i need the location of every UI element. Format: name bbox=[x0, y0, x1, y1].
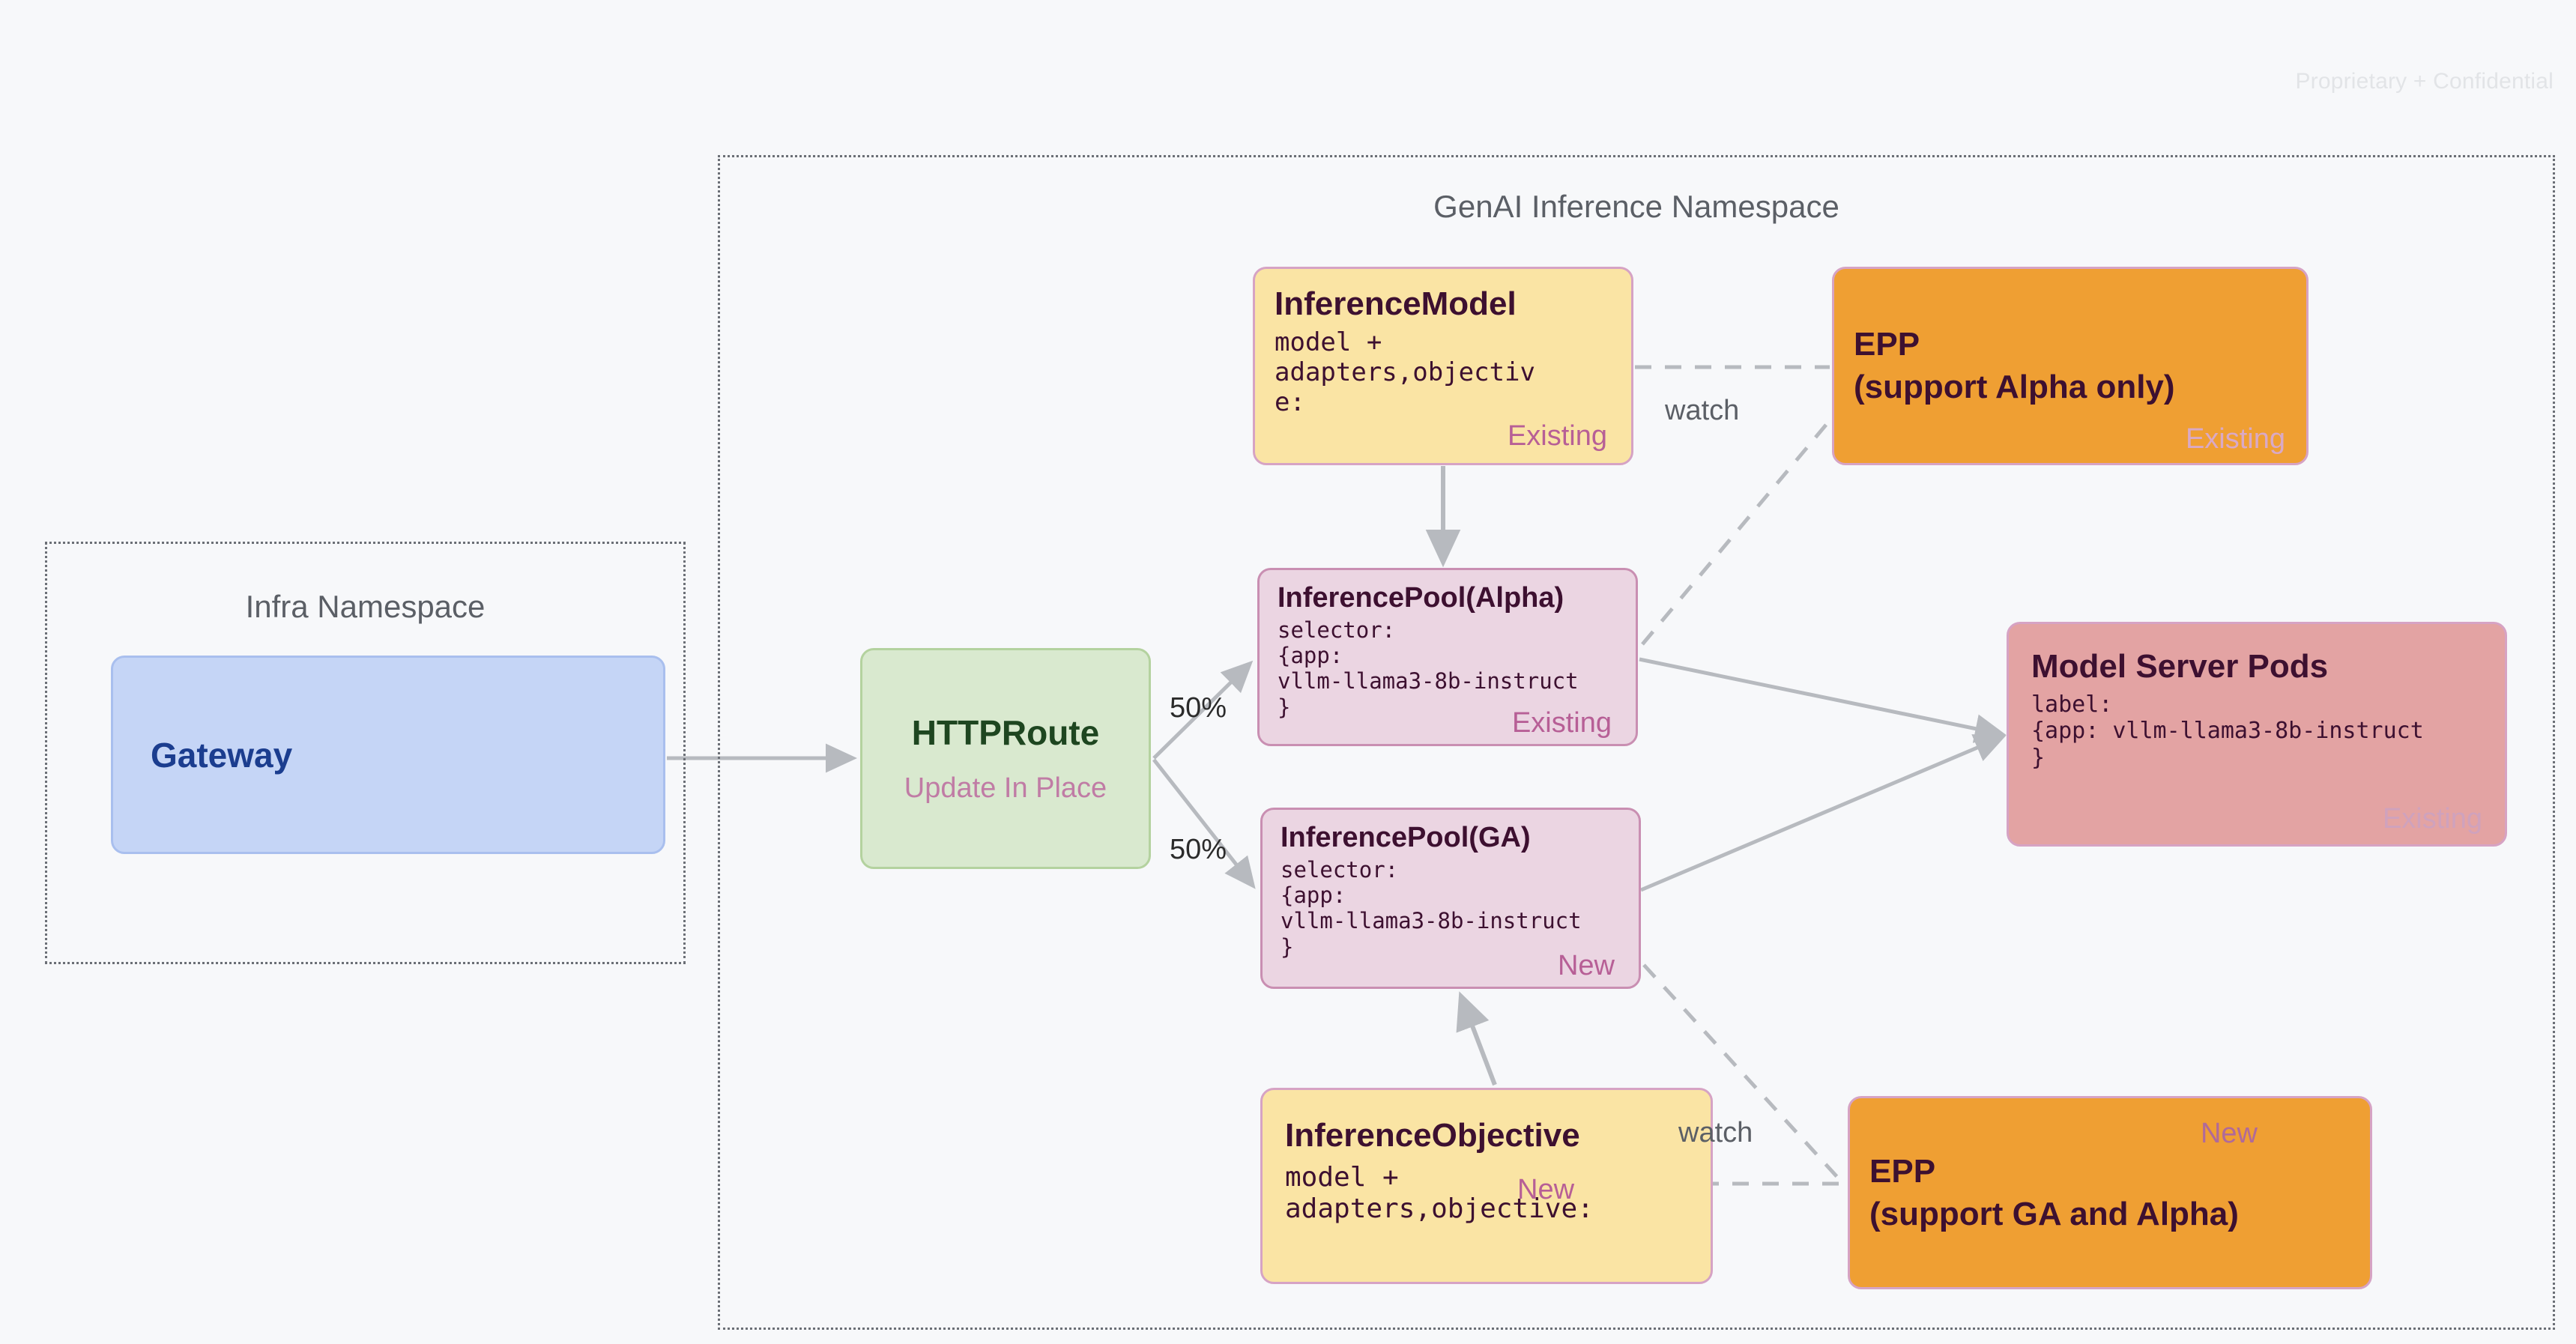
epp-alpha-line2: (support Alpha only) bbox=[1854, 368, 2175, 405]
node-epp-ga[interactable]: EPP (support GA and Alpha) New bbox=[1848, 1096, 2372, 1289]
epp-alpha-line1: EPP bbox=[1854, 326, 1920, 363]
node-httproute[interactable]: HTTPRoute Update In Place bbox=[860, 648, 1151, 869]
epp-alpha-status-badge: Existing bbox=[2185, 423, 2285, 455]
inferencepool-ga-title: InferencePool(GA) bbox=[1281, 822, 1531, 853]
epp-ga-line1: EPP bbox=[1869, 1152, 1936, 1190]
inferencemodel-title: InferenceModel bbox=[1275, 285, 1517, 322]
epp-ga-status-badge: New bbox=[2200, 1118, 2258, 1149]
edge-label-watch-top: watch bbox=[1665, 395, 1740, 426]
inferenceobjective-title: InferenceObjective bbox=[1285, 1117, 1580, 1154]
httproute-subtitle: Update In Place bbox=[904, 772, 1107, 804]
epp-ga-line2: (support GA and Alpha) bbox=[1869, 1196, 2239, 1232]
node-inferencemodel[interactable]: InferenceModel model + adapters,objectiv… bbox=[1253, 267, 1633, 465]
inferencepool-ga-status-badge: New bbox=[1557, 950, 1615, 981]
inferencepool-ga-body: selector: {app: vllm-llama3-8b-instruct … bbox=[1281, 857, 1582, 960]
inferenceobjective-status-badge: New bbox=[1517, 1174, 1575, 1205]
node-inferenceobjective[interactable]: InferenceObjective model + adapters,obje… bbox=[1260, 1088, 1713, 1284]
infra-namespace-title: Infra Namespace bbox=[245, 589, 486, 624]
node-model-server-pods[interactable]: Model Server Pods label: {app: vllm-llam… bbox=[2007, 622, 2507, 847]
model-server-pods-title: Model Server Pods bbox=[2031, 648, 2329, 685]
confidential-watermark: Proprietary + Confidential bbox=[2295, 69, 2554, 94]
gateway-title: Gateway bbox=[151, 735, 293, 775]
inferenceobjective-body: model + adapters,objective: bbox=[1285, 1162, 1594, 1225]
inferencepool-alpha-body: selector: {app: vllm-llama3-8b-instruct … bbox=[1278, 617, 1579, 720]
inferencemodel-body: model + adapters,objectiv e: bbox=[1275, 327, 1535, 418]
genai-namespace-title: GenAI Inference Namespace bbox=[1433, 189, 1839, 224]
model-server-pods-status-badge: Existing bbox=[2382, 803, 2482, 835]
genai-namespace-container: GenAI Inference Namespace bbox=[718, 155, 2555, 1330]
infra-namespace-container: Infra Namespace bbox=[45, 542, 686, 964]
node-inferencepool-ga[interactable]: InferencePool(GA) selector: {app: vllm-l… bbox=[1260, 808, 1641, 989]
edge-label-split-top: 50% bbox=[1170, 692, 1227, 724]
httproute-title: HTTPRoute bbox=[911, 713, 1100, 752]
node-epp-alpha[interactable]: EPP (support Alpha only) Existing bbox=[1832, 267, 2309, 465]
inferencepool-alpha-status-badge: Existing bbox=[1511, 707, 1612, 739]
inferencepool-alpha-title: InferencePool(Alpha) bbox=[1278, 582, 1564, 614]
node-inferencepool-alpha[interactable]: InferencePool(Alpha) selector: {app: vll… bbox=[1257, 568, 1638, 746]
node-gateway[interactable]: Gateway bbox=[111, 656, 665, 854]
model-server-pods-body: label: {app: vllm-llama3-8b-instruct } bbox=[2031, 691, 2424, 771]
edge-label-split-bottom: 50% bbox=[1170, 834, 1227, 865]
edge-label-watch-bottom: watch bbox=[1678, 1117, 1753, 1148]
inferencemodel-status-badge: Existing bbox=[1507, 420, 1607, 452]
